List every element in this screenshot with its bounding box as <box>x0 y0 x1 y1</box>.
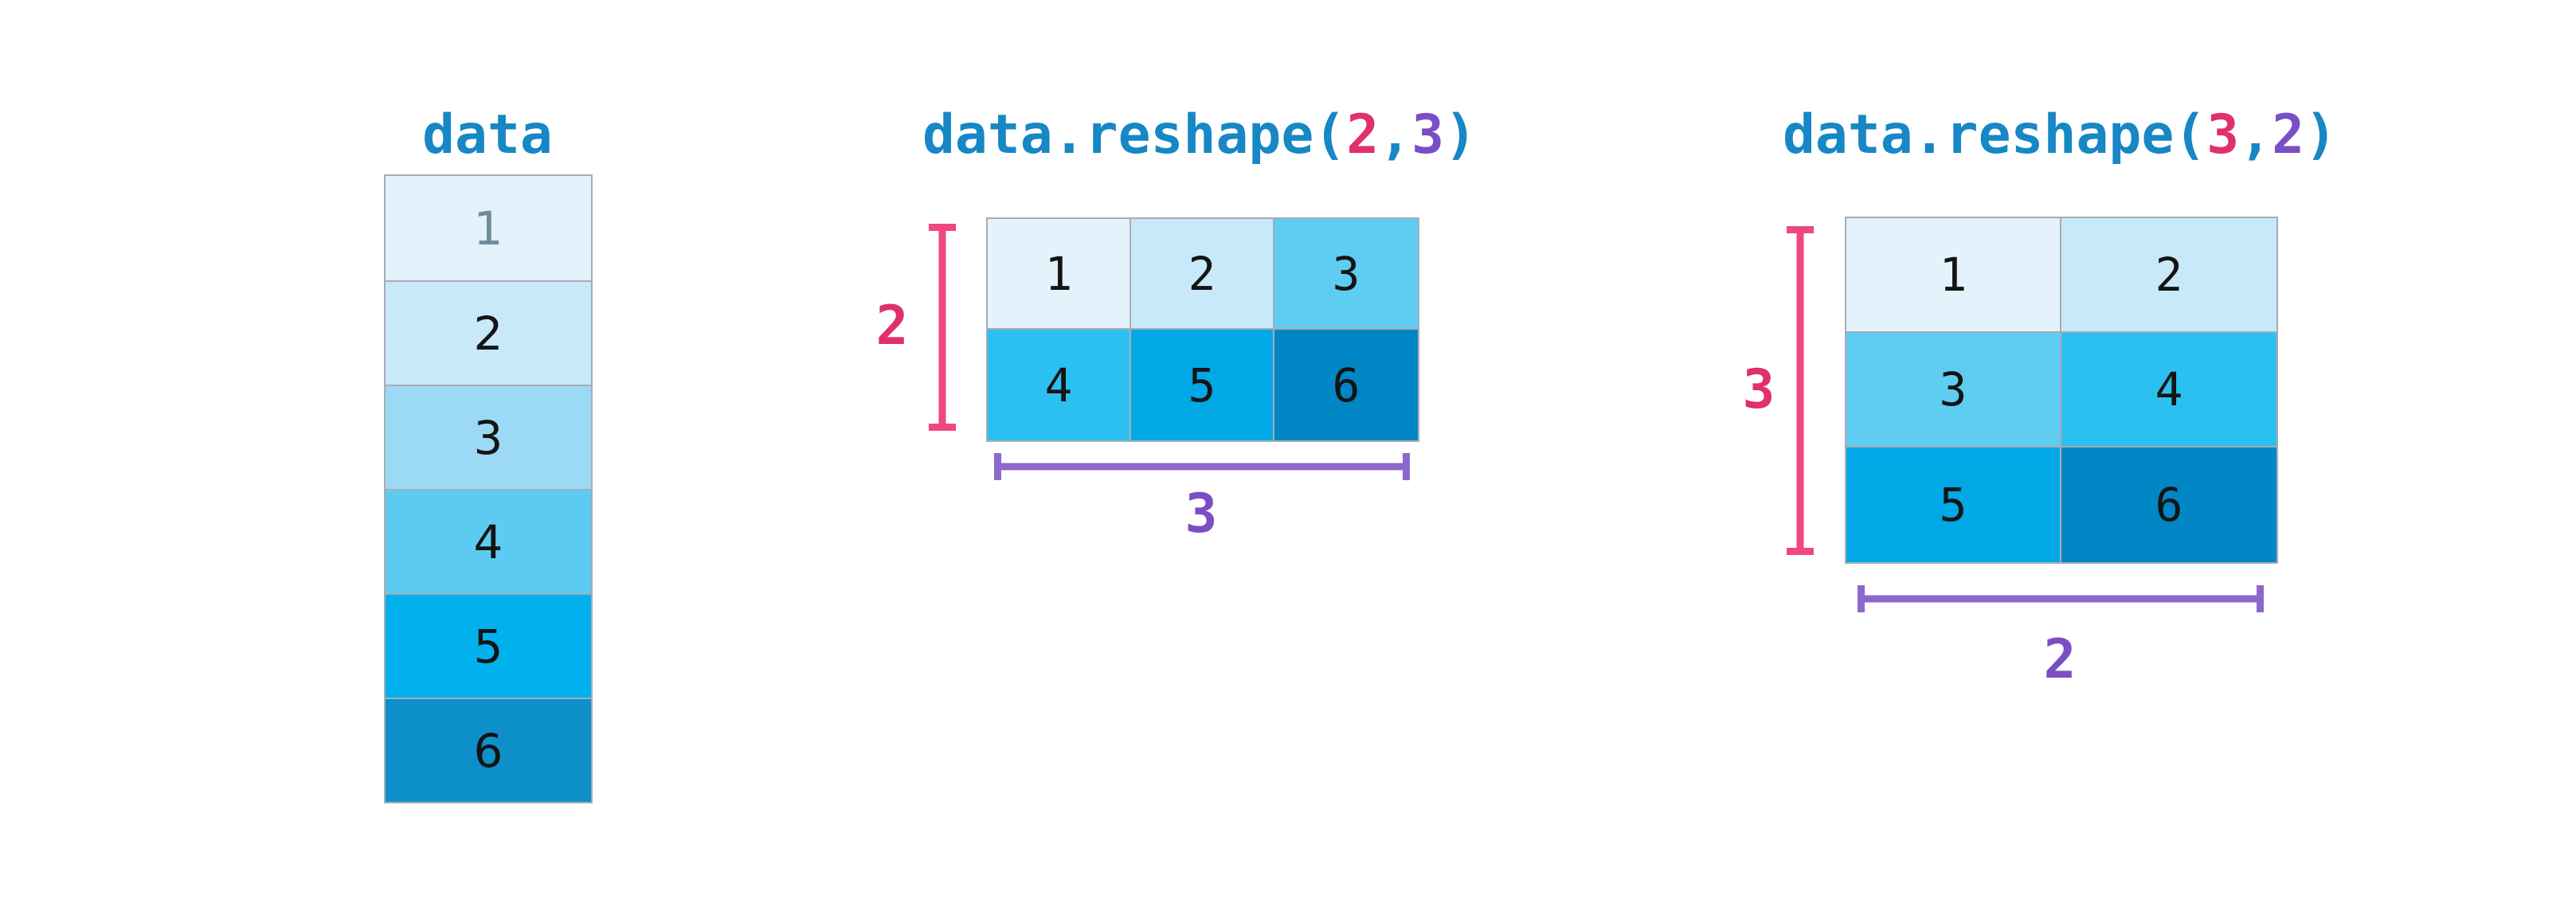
bracket-cap <box>2257 585 2264 612</box>
reshape-3x2-title-cols-arg: 2 <box>2272 104 2305 166</box>
reshape-2x3-row-count-label: 2 <box>875 295 909 358</box>
bracket-cap <box>1787 548 1814 555</box>
bracket-stem <box>1796 226 1804 555</box>
data-cell-5: 5 <box>386 593 591 698</box>
reshape-3x2-title-rows-arg: 3 <box>2206 104 2240 166</box>
reshape-3x2-cell-6: 6 <box>2061 448 2277 562</box>
reshape-2x3-cell-5: 5 <box>1131 330 1274 440</box>
reshape-3x2-title-comma: , <box>2239 104 2273 166</box>
reshape-3x2-cell-4: 4 <box>2061 333 2277 448</box>
data-cell-3: 3 <box>386 385 591 489</box>
reshape-3x2-grid: 1 2 3 4 5 6 <box>1845 217 2278 564</box>
reshape-3x2-title: data.reshape(3,2) <box>1779 108 2340 162</box>
reshape-2x3-col-count-label: 3 <box>1184 483 1218 545</box>
reshape-3x2-col-extent-bracket <box>1858 585 2264 612</box>
reshape-3x2-title-suffix: ) <box>2304 104 2338 166</box>
reshape-2x3-cell-3: 3 <box>1274 219 1418 330</box>
bracket-stem <box>938 224 946 431</box>
reshape-3x2-title-prefix: data.reshape( <box>1782 104 2207 166</box>
data-cell-1: 1 <box>386 176 591 280</box>
reshape-3x2-col-count-label: 2 <box>2043 628 2077 691</box>
reshape-3x2-row-extent-bracket <box>1787 226 1814 555</box>
reshape-2x3-title-cols-arg: 3 <box>1411 104 1445 166</box>
reshape-3x2-cell-5: 5 <box>1846 448 2061 562</box>
reshape-2x3-row-extent-bracket <box>929 224 956 431</box>
reshape-2x3-cell-4: 4 <box>988 330 1131 440</box>
data-cell-6: 6 <box>386 698 591 802</box>
reshape-2x3-title-rows-arg: 2 <box>1346 104 1380 166</box>
bracket-stem <box>1858 595 2264 603</box>
bracket-cap <box>1403 453 1410 480</box>
reshape-2x3-col-extent-bracket <box>994 453 1410 480</box>
reshape-2x3-title: data.reshape(2,3) <box>919 108 1480 162</box>
data-column-title: data <box>422 104 553 166</box>
reshape-3x2-cell-3: 3 <box>1846 333 2061 448</box>
reshape-2x3-title-prefix: data.reshape( <box>922 104 1347 166</box>
reshape-2x3-cell-6: 6 <box>1274 330 1418 440</box>
bracket-cap <box>929 424 956 431</box>
bracket-stem <box>994 463 1410 471</box>
data-cell-4: 4 <box>386 489 591 593</box>
reshape-2x3-title-comma: , <box>1379 104 1412 166</box>
data-column: 1 2 3 4 5 6 <box>384 174 593 803</box>
reshape-2x3-cell-2: 2 <box>1131 219 1274 330</box>
reshape-3x2-cell-1: 1 <box>1846 218 2061 333</box>
reshape-3x2-cell-2: 2 <box>2061 218 2277 333</box>
reshape-2x3-grid: 1 2 3 4 5 6 <box>986 217 1419 442</box>
reshape-3x2-row-count-label: 3 <box>1742 358 1775 421</box>
data-cell-2: 2 <box>386 280 591 385</box>
reshape-2x3-title-suffix: ) <box>1444 104 1478 166</box>
reshape-2x3-cell-1: 1 <box>988 219 1131 330</box>
